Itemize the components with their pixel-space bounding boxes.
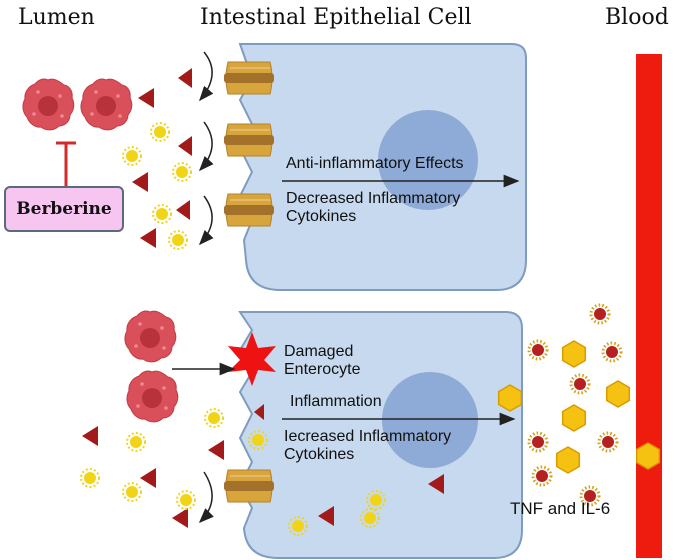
spiky-cytokine xyxy=(601,341,623,363)
bottom-epithelial-cell xyxy=(238,311,523,559)
cytokines-label-line1: Decreased Inflammatory xyxy=(286,190,460,207)
cytokine-triangle xyxy=(176,200,190,220)
yellow-particle xyxy=(204,408,224,428)
top-junction-3 xyxy=(223,193,275,227)
cytokine-triangle xyxy=(140,468,156,488)
cytokine-hexagon xyxy=(555,446,581,474)
cytokine-hexagon xyxy=(561,340,587,368)
yellow-particle xyxy=(80,468,100,488)
cytokine-hexagon xyxy=(497,384,523,412)
cytokine-triangle xyxy=(140,228,156,248)
cytokine-triangle xyxy=(318,506,334,526)
cytokine-triangle xyxy=(208,440,224,460)
top-junction-1 xyxy=(223,61,275,95)
cytokine-triangle xyxy=(132,172,148,192)
spiky-cytokine xyxy=(531,465,553,487)
top-curved-arrow-2 xyxy=(198,121,214,172)
bottom-nucleus xyxy=(382,372,478,468)
lumen-header: Lumen xyxy=(18,5,95,30)
spiky-cytokine xyxy=(597,431,619,453)
cytokine-triangle xyxy=(178,136,192,156)
bottom-cytokines-line2: Cytokines xyxy=(284,446,354,463)
cytokine-triangle xyxy=(138,88,154,108)
top-curved-arrow-3 xyxy=(198,195,214,246)
cytokine-triangle xyxy=(428,474,444,494)
yellow-particle xyxy=(168,230,188,250)
cytokine-hexagon xyxy=(605,380,631,408)
spiky-cytokine xyxy=(569,373,591,395)
bottom-curved-arrow xyxy=(198,471,214,524)
spiky-cytokine xyxy=(527,339,549,361)
yellow-particle xyxy=(122,146,142,166)
bacterium xyxy=(22,78,75,131)
cytokine-hexagon xyxy=(635,442,661,470)
damage-label-line2: Enterocyte xyxy=(284,361,361,378)
blood-header: Blood xyxy=(605,5,669,30)
damage-star xyxy=(228,332,276,386)
cytokine-hexagon xyxy=(561,404,587,432)
cytokine-triangle xyxy=(178,68,192,88)
berberine-label: Berberine xyxy=(4,186,124,232)
bottom-junction xyxy=(223,469,275,503)
blood-vessel xyxy=(636,54,662,558)
bacterium xyxy=(126,370,179,423)
bacterium xyxy=(124,310,177,363)
cytokine-triangle xyxy=(172,508,188,528)
top-curved-arrow-1 xyxy=(199,51,214,102)
effect-label: Anti-inflammatory Effects xyxy=(286,155,464,172)
damage-label-line1: Damaged xyxy=(284,343,353,360)
bottom-cytokines-line1: Iecreased Inflammatory xyxy=(284,428,451,445)
spiky-cytokine xyxy=(527,431,549,453)
top-nucleus xyxy=(378,110,478,210)
yellow-particle xyxy=(126,432,146,452)
markers-label: TNF and IL-6 xyxy=(510,499,610,518)
cytokines-label-line2: Cytokines xyxy=(286,208,356,225)
yellow-particle xyxy=(176,490,196,510)
bacterium xyxy=(80,78,133,131)
yellow-particle xyxy=(152,204,172,224)
cytokine-triangle xyxy=(254,404,264,420)
spiky-cytokine xyxy=(589,303,611,325)
inflammation-label: Inflammation xyxy=(290,393,382,410)
yellow-particle xyxy=(172,162,192,182)
yellow-particle xyxy=(150,122,170,142)
cytokine-triangle xyxy=(82,426,98,446)
yellow-particle xyxy=(122,482,142,502)
top-junction-2 xyxy=(223,123,275,157)
cell-header: Intestinal Epithelial Cell xyxy=(200,5,472,30)
